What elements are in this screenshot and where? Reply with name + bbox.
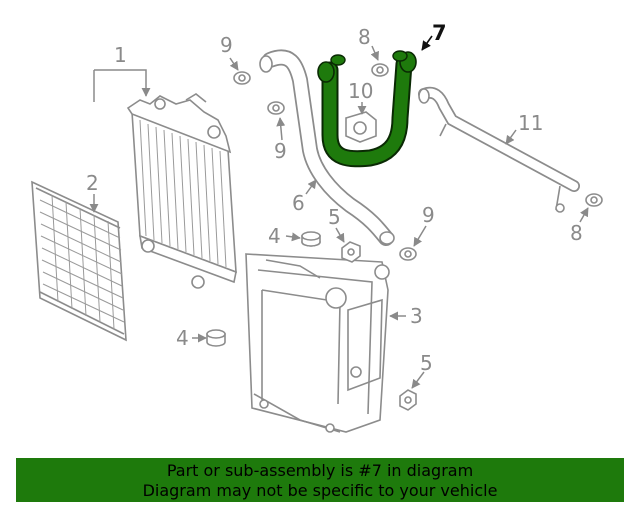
part-info-banner: Part or sub-assembly is #7 in diagram Di… <box>16 458 624 502</box>
callout-4-lower: 4 <box>176 326 189 350</box>
callout-5-upper: 5 <box>328 205 341 229</box>
callout-7: 7 <box>432 21 447 45</box>
housing-part-3 <box>245 253 390 433</box>
radiator-part-1 <box>126 93 237 289</box>
grommet-part-4-lower <box>206 329 226 347</box>
clamp-part-9-top <box>233 71 251 85</box>
banner-line-2: Diagram may not be specific to your vehi… <box>142 481 498 500</box>
callout-9-right: 9 <box>422 203 435 227</box>
callout-2: 2 <box>86 171 99 195</box>
callout-10: 10 <box>348 79 373 103</box>
callout-3: 3 <box>410 304 423 328</box>
nut-part-5-lower <box>399 389 417 411</box>
hose-part-7-highlighted <box>317 50 417 168</box>
callout-9-top: 9 <box>220 33 233 57</box>
callout-4-upper: 4 <box>268 224 281 248</box>
callout-6: 6 <box>292 191 305 215</box>
callout-8-right: 8 <box>570 221 583 245</box>
callout-1: 1 <box>114 43 127 67</box>
callout-9-mid: 9 <box>274 139 287 163</box>
banner-line-1: Part or sub-assembly is #7 in diagram <box>166 461 474 480</box>
pipe-part-11 <box>418 86 580 213</box>
grille-part-2 <box>31 180 127 342</box>
callout-8-top: 8 <box>358 25 371 49</box>
nut-part-5-upper <box>341 241 361 263</box>
callout-5-lower: 5 <box>420 351 433 375</box>
grommet-part-4-upper <box>301 231 321 247</box>
clamp-part-8-top <box>371 63 389 77</box>
hose-part-6 <box>259 49 395 246</box>
clamp-part-8-right <box>585 193 603 207</box>
callout-11: 11 <box>518 111 543 135</box>
clamp-part-9-right <box>399 247 417 261</box>
bracket-part-10 <box>345 111 377 143</box>
leader-lines <box>89 35 589 389</box>
clamp-part-9-mid <box>267 101 285 115</box>
